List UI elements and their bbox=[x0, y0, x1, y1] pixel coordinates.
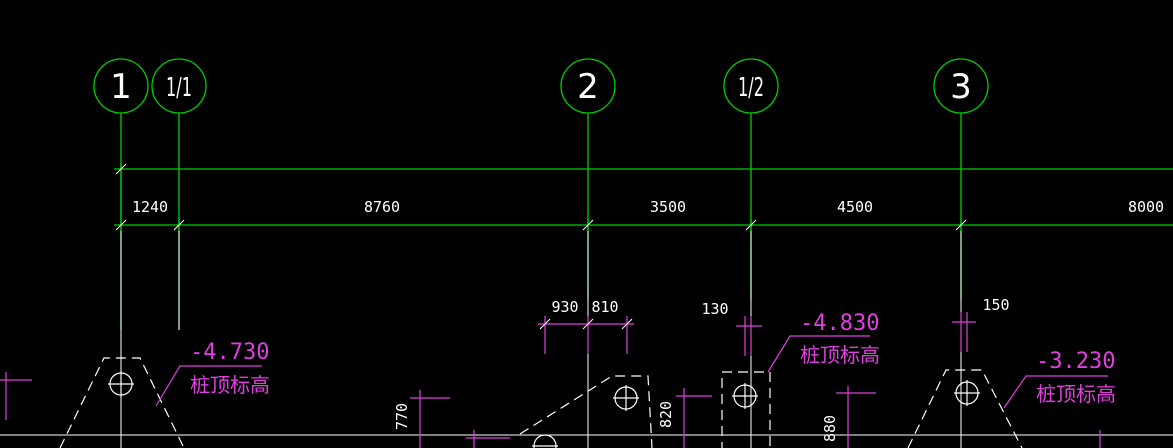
axis-label-1-2: 1/2 bbox=[738, 73, 764, 103]
dim-text-770: 770 bbox=[393, 403, 411, 430]
pile-caps bbox=[59, 357, 1023, 448]
elevation-value-3: -3.230 bbox=[1036, 349, 1115, 374]
pile-cap-1-2 bbox=[721, 371, 771, 448]
pile-cap-1 bbox=[59, 357, 185, 448]
dim-text-8000: 8000 bbox=[1128, 198, 1164, 216]
vertical-dims bbox=[410, 386, 1101, 448]
pile-cap-2 bbox=[519, 375, 653, 448]
elevation-note-3: 桩顶标高 bbox=[1036, 382, 1116, 406]
local-dim-930-810 bbox=[538, 316, 634, 354]
pile-cap-3 bbox=[907, 369, 1023, 448]
elevation-note-2: 桩顶标高 bbox=[800, 343, 880, 367]
left-edge-dim bbox=[0, 372, 32, 420]
tick bbox=[745, 219, 757, 231]
dimension-lines bbox=[114, 163, 1173, 231]
dim-text-820: 820 bbox=[657, 401, 675, 428]
elevation-leader-1 bbox=[155, 365, 262, 407]
elevation-note-1: 桩顶标高 bbox=[190, 373, 270, 397]
axis-label-2: 2 bbox=[577, 67, 599, 107]
dimension-ticks bbox=[115, 163, 967, 231]
pile-symbol bbox=[954, 380, 980, 406]
axis-label-1: 1 bbox=[110, 67, 132, 107]
local-dim-ticks bbox=[539, 318, 633, 330]
local-dim-150 bbox=[952, 312, 976, 352]
axis-label-1-1: 1/1 bbox=[166, 73, 192, 103]
axis-label-3: 3 bbox=[950, 67, 972, 107]
tick bbox=[955, 219, 967, 231]
tick bbox=[115, 219, 127, 231]
dim-text-150: 150 bbox=[982, 296, 1009, 314]
pile-symbol bbox=[532, 434, 558, 448]
elevation-value-1: -4.730 bbox=[190, 340, 269, 365]
local-dim-130 bbox=[736, 316, 762, 356]
dim-text-930: 930 bbox=[551, 298, 578, 316]
tick bbox=[582, 219, 594, 231]
elevation-value-2: -4.830 bbox=[800, 311, 879, 336]
dim-text-4500: 4500 bbox=[837, 198, 873, 216]
dim-text-130: 130 bbox=[701, 300, 728, 318]
tick bbox=[173, 219, 185, 231]
elevation-leaders bbox=[155, 335, 1108, 409]
elevation-leader-2 bbox=[767, 335, 870, 373]
pile-symbol bbox=[732, 383, 758, 409]
dim-text-8760: 8760 bbox=[364, 198, 400, 216]
dim-text-1240: 1240 bbox=[132, 198, 168, 216]
pile-symbol bbox=[613, 385, 639, 411]
tick bbox=[115, 163, 127, 175]
pile-symbol bbox=[108, 371, 134, 397]
dim-text-810: 810 bbox=[591, 298, 618, 316]
dim-text-3500: 3500 bbox=[650, 198, 686, 216]
elevation-leader-3 bbox=[1003, 375, 1108, 409]
dim-text-880: 880 bbox=[821, 415, 839, 442]
